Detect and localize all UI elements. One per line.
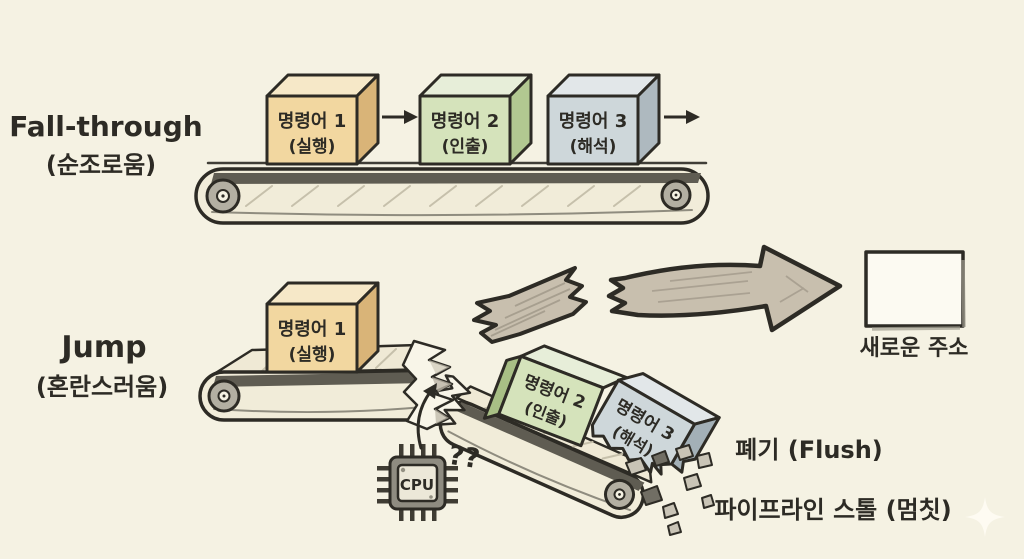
instruction-box-1 <box>265 73 380 166</box>
flow-arrow-icon <box>664 110 700 124</box>
belt-roller-left <box>207 379 241 413</box>
belt-roller-right <box>604 478 636 510</box>
box1-name: 명령어 1 <box>278 319 346 340</box>
cpu-pointing-arrow <box>416 383 437 450</box>
new-address-box <box>864 250 966 331</box>
box1-stage: (실행) <box>289 137 336 157</box>
box1-stage: (실행) <box>289 345 336 365</box>
belt-roller-left <box>205 178 241 214</box>
instruction-box-3-crumbling: 명령어 3 (해석) <box>590 372 721 476</box>
jump-title: Jump <box>59 330 146 365</box>
cpu-chip: CPU <box>377 444 458 521</box>
broken-jump-arrow-head <box>606 244 843 333</box>
pencil-hatching <box>490 282 571 337</box>
instruction-box-2-falling: 명령어 2 (인출) <box>482 344 628 448</box>
debris <box>625 444 715 536</box>
pencil-hatching <box>651 271 809 303</box>
belt-roller-right <box>660 179 692 211</box>
box3-name: 명령어 3 <box>559 111 627 132</box>
box2-name: 명령어 2 <box>431 111 499 132</box>
jump-scene: Jump (혼란스러움) <box>36 244 969 536</box>
instruction-box-1-jump <box>265 281 380 374</box>
instruction-box-3 <box>546 73 661 166</box>
flush-label: 폐기 (Flush) <box>735 436 883 464</box>
cpu-label: CPU <box>400 476 434 494</box>
box-front-face <box>418 94 512 166</box>
sparkle-icon <box>965 497 1005 537</box>
stall-label: 파이프라인 스톨 (멈칫) <box>714 496 951 524</box>
box2-stage: (인출) <box>442 137 489 157</box>
belt-band <box>211 173 701 184</box>
belt-hatching <box>245 185 641 207</box>
question-marks: ?? <box>446 440 482 476</box>
flow-arrow-icon <box>382 110 418 124</box>
torn-edge-shading <box>429 360 452 424</box>
new-address-label: 새로운 주소 <box>860 336 969 361</box>
belt-band <box>213 372 430 387</box>
cpu-die <box>396 463 439 503</box>
broken-jump-arrow-tail <box>472 266 588 344</box>
jump-subtitle: (혼란스러움) <box>36 373 168 401</box>
box-front-face <box>265 302 359 374</box>
belt-inner-edge <box>213 406 425 414</box>
box3-stage: (해석) <box>570 137 617 157</box>
cpu-pins <box>377 444 458 521</box>
conveyor-belt-top <box>194 161 710 225</box>
fall-through-title: Fall-through <box>9 110 202 143</box>
box-front-face <box>265 94 359 166</box>
instruction-box-2 <box>418 73 533 166</box>
box1-name: 명령어 1 <box>278 111 346 132</box>
box-front-face <box>546 94 640 166</box>
fall-through-subtitle: (순조로움) <box>46 151 156 179</box>
box-front-face <box>497 354 605 448</box>
belt-inner-edge <box>211 209 693 217</box>
fall-through-scene: Fall-through (순조로움) <box>9 73 710 225</box>
belt-band <box>455 402 645 491</box>
